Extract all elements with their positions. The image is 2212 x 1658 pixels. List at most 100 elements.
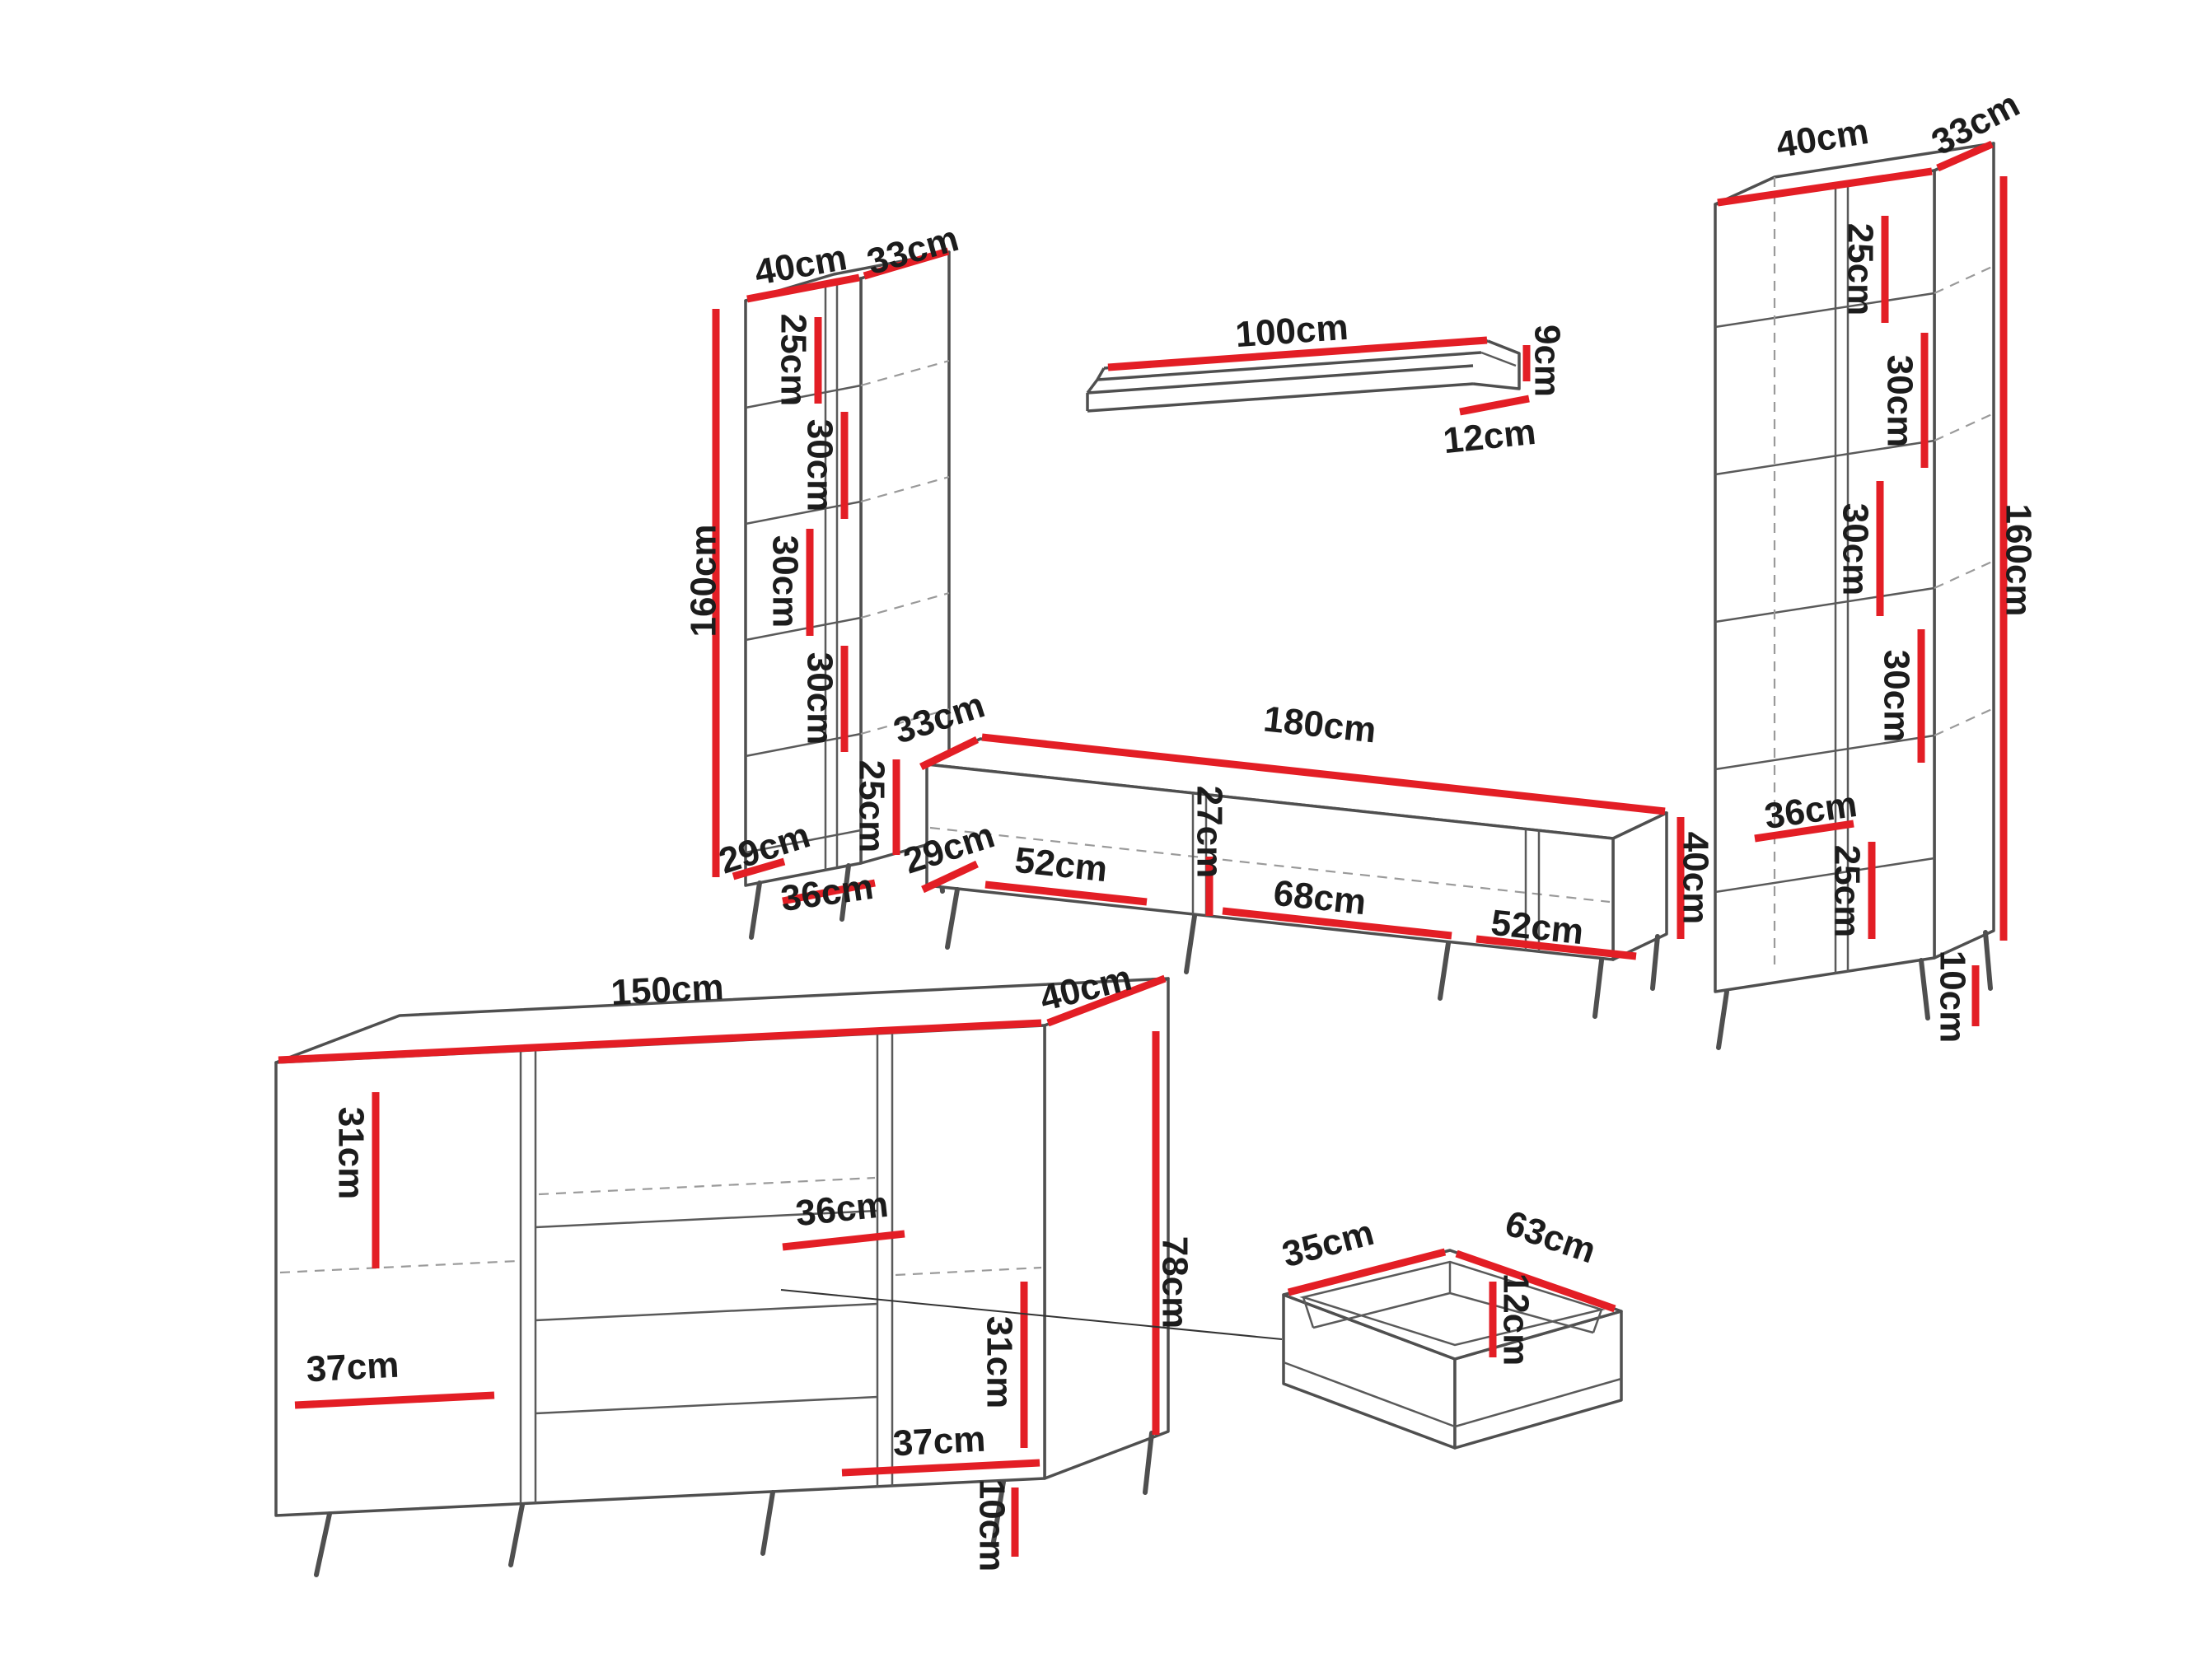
tv-stand-leg — [1650, 934, 1660, 991]
dimension-line-base-depth — [921, 860, 979, 894]
dimension-label-section: 30cm — [1880, 355, 1920, 448]
hidden-shelf-line — [860, 359, 950, 387]
dimension-label-height: 78cm — [1155, 1236, 1195, 1329]
dimension-label-bottom-section: 25cm — [1827, 845, 1868, 938]
sideboard-leg — [991, 1479, 1006, 1544]
dimension-label-right-door: 52cm — [1489, 903, 1585, 952]
shelf-line — [1714, 292, 1935, 329]
shelf-left-end — [1086, 378, 1099, 395]
cabinet-right-leg — [1919, 958, 1930, 1020]
tall-cabinet-left: 40cm 33cm 160cm 25cm 30cm 30cm 30cm 25cm… — [684, 218, 963, 940]
dimension-label-section: 25cm — [1840, 223, 1881, 316]
tv-stand-leg — [945, 887, 960, 950]
drawer-front-lip — [1283, 1361, 1456, 1428]
dimension-line-depth — [863, 247, 950, 280]
shelf-line — [1714, 734, 1935, 771]
dimension-label-section: 30cm — [800, 652, 840, 745]
dimension-line-width — [746, 273, 860, 303]
dimension-label-height: 12cm — [1496, 1273, 1536, 1366]
dimension-label-length: 100cm — [1234, 307, 1349, 355]
hidden-shelf-line — [538, 1176, 876, 1196]
dimension-line-depth — [1936, 140, 1994, 172]
dimension-line-left-door — [984, 880, 1148, 906]
shelf-right-end-detail — [1480, 351, 1517, 367]
dimension-line-width — [1717, 167, 1933, 207]
dimension-label-right-inner: 31cm — [980, 1316, 1020, 1409]
dimension-label-height: 160cm — [1999, 503, 2039, 616]
tv-stand: 33cm 180cm 29cm 52cm 27cm 68cm 52cm 40cm — [889, 684, 1716, 1019]
drawer-front-line — [535, 1302, 878, 1322]
drawer-inner-edge — [1302, 1296, 1315, 1329]
dimension-label-shelf-width: 36cm — [793, 1184, 890, 1234]
dimension-line-middle — [1222, 907, 1452, 940]
dimension-label-height: 9cm — [1527, 325, 1568, 397]
cabinet-right-side-face — [1933, 142, 1995, 960]
cabinet-right-front-face — [1714, 169, 1936, 993]
tv-stand-leg — [1592, 958, 1604, 1019]
dimension-line-length — [1107, 336, 1488, 371]
cabinet-right-leg — [1983, 930, 1993, 991]
dimension-label-leg: 10cm — [1933, 950, 1973, 1044]
dimension-line-right-door — [841, 1459, 1041, 1477]
hidden-shelf-line — [1934, 708, 1995, 736]
shelf-left-end — [1096, 367, 1106, 381]
dimension-label-inner-height: 27cm — [1190, 786, 1230, 879]
tv-stand-leg — [1438, 941, 1451, 1001]
drawer-inner-bottom — [1449, 1291, 1594, 1334]
callout-line — [780, 1289, 1283, 1340]
sideboard: 150cm 40cm 31cm 36cm 78cm 37cm 31cm 37cm… — [274, 958, 1195, 1577]
hidden-shelf-line — [1934, 560, 1995, 589]
dimension-label-height: 40cm — [1676, 832, 1716, 925]
shelf-line — [1714, 439, 1935, 476]
dimension-label-section: 30cm — [765, 535, 806, 628]
shelf-line — [1714, 586, 1935, 624]
dimension-label-left-door: 52cm — [1012, 840, 1109, 890]
shelf-line — [745, 384, 862, 409]
dimension-label-section: 25cm — [774, 314, 814, 407]
hidden-shelf-line — [860, 591, 950, 619]
dimension-line-width — [1455, 1249, 1616, 1313]
dimension-label-width: 150cm — [610, 967, 724, 1013]
drawer-front-lip — [1454, 1377, 1622, 1428]
dimension-line-width — [981, 733, 1666, 815]
dimension-label-right-door: 37cm — [892, 1419, 987, 1464]
dimension-line-shelf-width — [782, 1230, 905, 1251]
dimension-line-depth — [919, 736, 979, 771]
hidden-shelf-line — [895, 1266, 1042, 1277]
tall-cabinet-right: 40cm 33cm 160cm 25cm 30cm 30cm 30cm 36cm… — [1714, 84, 2039, 1050]
shelf-line — [745, 616, 862, 642]
hidden-shelf-line — [860, 475, 950, 503]
hidden-shelf-line — [860, 708, 950, 736]
sideboard-leg — [760, 1490, 775, 1556]
sideboard-leg — [1143, 1431, 1154, 1495]
cabinet-right-leg — [1716, 989, 1729, 1050]
drawer-front-line — [535, 1209, 878, 1229]
dimension-line-base-width — [782, 879, 876, 905]
cabinet-left-leg — [749, 880, 762, 940]
dimension-label-height: 160cm — [684, 524, 724, 637]
shelf-right-end-cap — [1472, 339, 1521, 390]
dimension-line-depth — [1046, 974, 1167, 1027]
sideboard-leg — [508, 1502, 525, 1567]
dimension-label-leg: 10cm — [972, 1479, 1012, 1572]
dimension-label-section: 30cm — [1877, 650, 1917, 743]
dimension-label-section: 30cm — [1836, 503, 1876, 596]
dimension-label-section: 25cm — [852, 760, 892, 853]
hidden-shelf-line — [1934, 413, 1995, 441]
dimension-label-left-inner: 31cm — [331, 1107, 372, 1200]
shelf-line — [1714, 857, 1935, 894]
shelf-rail-front-edge — [1097, 351, 1482, 381]
dimension-label-middle: 68cm — [1271, 873, 1368, 922]
drawer-inner-edge — [1592, 1309, 1603, 1333]
dimension-line-left-door — [294, 1391, 495, 1409]
hidden-shelf-line — [1934, 265, 1995, 294]
tv-stand-front-face — [925, 763, 1615, 961]
shelf-front-top-edge — [1087, 364, 1474, 395]
dimension-line-base-depth — [732, 857, 786, 880]
dimension-label-depth: 12cm — [1441, 412, 1537, 461]
dimension-line-width — [278, 1019, 1042, 1064]
hidden-shelf-line — [279, 1259, 518, 1274]
sideboard-side-face — [1043, 977, 1170, 1480]
drawer-front-line — [535, 1395, 878, 1415]
